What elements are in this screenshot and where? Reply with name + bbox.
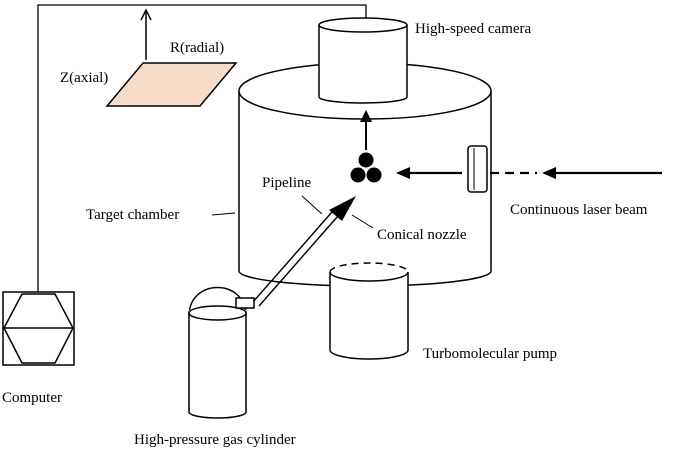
cylinder-valve: [235, 297, 255, 309]
pump-body: [330, 272, 408, 350]
radial-axis-label: R(radial): [170, 40, 224, 56]
cylinder-bottom-edge: [188, 411, 247, 419]
high-speed-camera: [318, 17, 408, 104]
turbomolecular-pump-label: Turbomolecular pump: [423, 346, 557, 362]
conical-nozzle-label: Conical nozzle: [377, 227, 467, 243]
camera-body: [319, 25, 407, 97]
cylinder-shoulder: [188, 305, 247, 321]
laser-beam-source-arrow-head: [542, 167, 556, 179]
pump-bottom-edge: [329, 349, 409, 360]
computer-signal-wire: [37, 4, 367, 292]
target-chamber-label: Target chamber: [86, 207, 179, 223]
turbomolecular-pump: [329, 262, 409, 360]
pipeline: [252, 211, 339, 307]
radial-axial-plane: [105, 62, 238, 107]
pipeline-edge-bottom: [258, 215, 339, 307]
particle: [358, 152, 374, 168]
axial-axis-label: Z(axial): [60, 70, 108, 86]
laser-window-lens: [467, 145, 488, 193]
cylinder-body: [189, 310, 246, 412]
high-speed-camera-label: High-speed camera: [415, 21, 532, 37]
observation-arrow-head: [360, 110, 372, 122]
axis-arrow-head: [140, 8, 152, 21]
particle-cluster: [350, 152, 382, 183]
pipeline-leader-line: [301, 195, 323, 215]
camera-top: [318, 17, 408, 33]
target-chamber-leader-line: [211, 212, 236, 216]
lens-body: [467, 145, 488, 193]
computer-icon: [2, 291, 75, 366]
particle: [350, 167, 366, 183]
camera-bottom-edge: [318, 96, 408, 104]
particle: [366, 167, 382, 183]
laser-beam-arrow-head: [396, 167, 410, 179]
nozzle-leader-line: [351, 214, 374, 229]
computer-label: Computer: [2, 390, 62, 406]
laser-beam-label: Continuous laser beam: [510, 202, 648, 218]
pipeline-edge-top: [252, 211, 333, 303]
pump-top-front: [329, 271, 409, 282]
conical-nozzle: [329, 196, 356, 221]
pump-top-back: [329, 262, 409, 273]
gas-cylinder: [188, 286, 247, 419]
pipeline-label: Pipeline: [262, 175, 312, 191]
gas-cylinder-label: High-pressure gas cylinder: [134, 432, 296, 448]
